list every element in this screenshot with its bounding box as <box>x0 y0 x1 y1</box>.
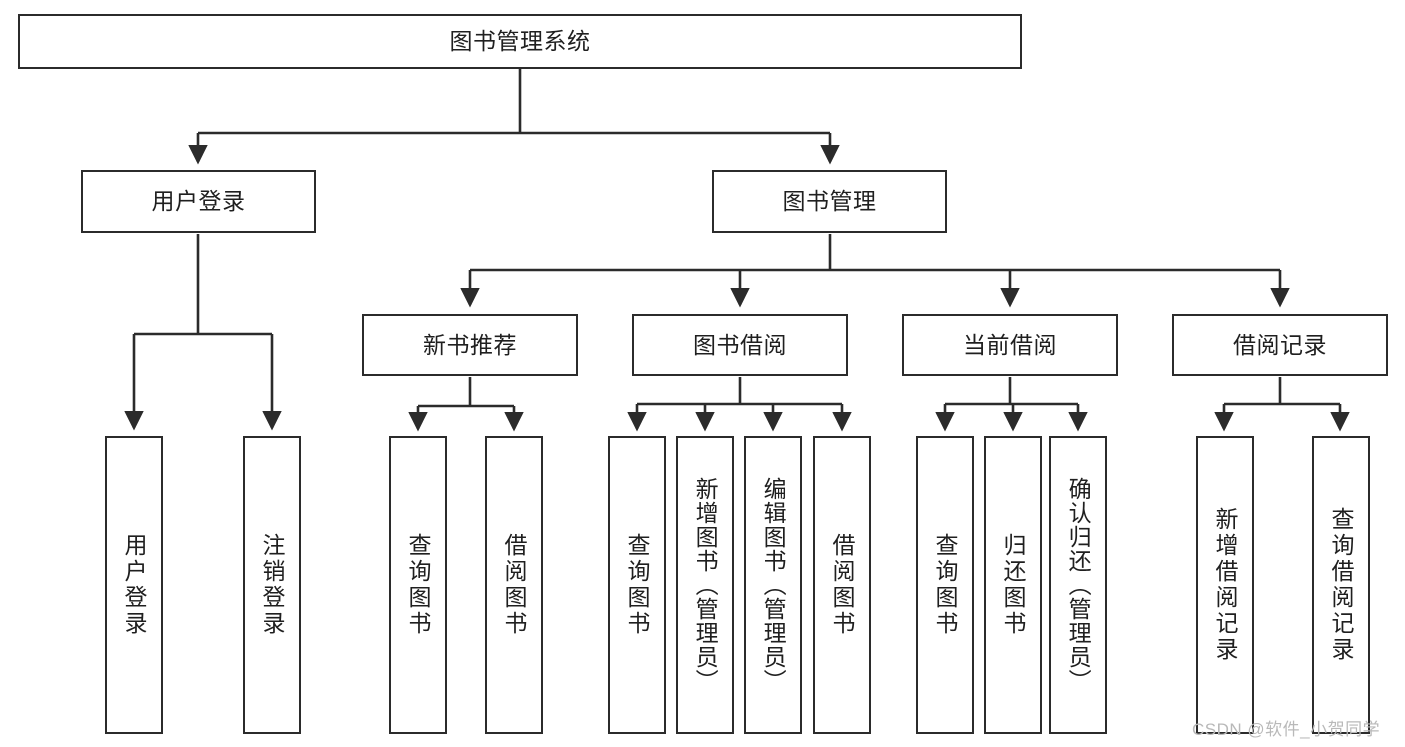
leaf-newbook-borrow-book-label: 借阅图书 <box>501 533 528 637</box>
node-book-borrow[interactable]: 图书借阅 <box>632 314 848 376</box>
leaf-borrow-borrow-book-label: 借阅图书 <box>829 533 856 637</box>
leaf-borrow-borrow-book[interactable]: 借阅图书 <box>813 436 871 734</box>
leaf-record-add-record-label: 新增借阅记录 <box>1212 507 1239 663</box>
leaf-borrow-query-book-label: 查询图书 <box>624 533 651 637</box>
node-user-login[interactable]: 用户登录 <box>81 170 316 233</box>
node-new-book-recommend[interactable]: 新书推荐 <box>362 314 578 376</box>
node-root[interactable]: 图书管理系统 <box>18 14 1022 69</box>
leaf-record-query-record-label: 查询借阅记录 <box>1328 507 1355 663</box>
leaf-login-user-login[interactable]: 用户登录 <box>105 436 163 734</box>
node-new-book-recommend-label: 新书推荐 <box>423 331 517 358</box>
leaf-borrow-edit-book-admin[interactable]: 编辑图书（管理员） <box>744 436 802 734</box>
leaf-current-confirm-return-admin[interactable]: 确认归还（管理员） <box>1049 436 1107 734</box>
leaf-borrow-edit-book-admin-label: 编辑图书（管理员） <box>760 477 787 693</box>
leaf-borrow-query-book[interactable]: 查询图书 <box>608 436 666 734</box>
node-user-login-label: 用户登录 <box>151 188 246 215</box>
leaf-current-query-book[interactable]: 查询图书 <box>916 436 974 734</box>
leaf-record-query-record[interactable]: 查询借阅记录 <box>1312 436 1370 734</box>
node-book-management-label: 图书管理 <box>782 188 877 215</box>
node-book-management[interactable]: 图书管理 <box>712 170 947 233</box>
leaf-login-logout[interactable]: 注销登录 <box>243 436 301 734</box>
node-book-borrow-label: 图书借阅 <box>693 331 787 358</box>
leaf-record-add-record[interactable]: 新增借阅记录 <box>1196 436 1254 734</box>
node-borrow-record[interactable]: 借阅记录 <box>1172 314 1388 376</box>
node-borrow-record-label: 借阅记录 <box>1233 331 1327 358</box>
node-current-borrow[interactable]: 当前借阅 <box>902 314 1118 376</box>
leaf-newbook-query-book-label: 查询图书 <box>405 533 432 637</box>
node-root-label: 图书管理系统 <box>449 28 591 55</box>
leaf-borrow-add-book-admin-label: 新增图书（管理员） <box>692 477 719 693</box>
leaf-current-query-book-label: 查询图书 <box>932 533 959 637</box>
leaf-newbook-borrow-book[interactable]: 借阅图书 <box>485 436 543 734</box>
leaf-current-confirm-return-admin-label: 确认归还（管理员） <box>1065 477 1092 693</box>
node-current-borrow-label: 当前借阅 <box>963 331 1057 358</box>
leaf-borrow-add-book-admin[interactable]: 新增图书（管理员） <box>676 436 734 734</box>
leaf-login-logout-label: 注销登录 <box>259 533 286 637</box>
leaf-login-user-login-label: 用户登录 <box>121 533 148 637</box>
leaf-current-return-book[interactable]: 归还图书 <box>984 436 1042 734</box>
leaf-current-return-book-label: 归还图书 <box>1000 533 1027 637</box>
leaf-newbook-query-book[interactable]: 查询图书 <box>389 436 447 734</box>
